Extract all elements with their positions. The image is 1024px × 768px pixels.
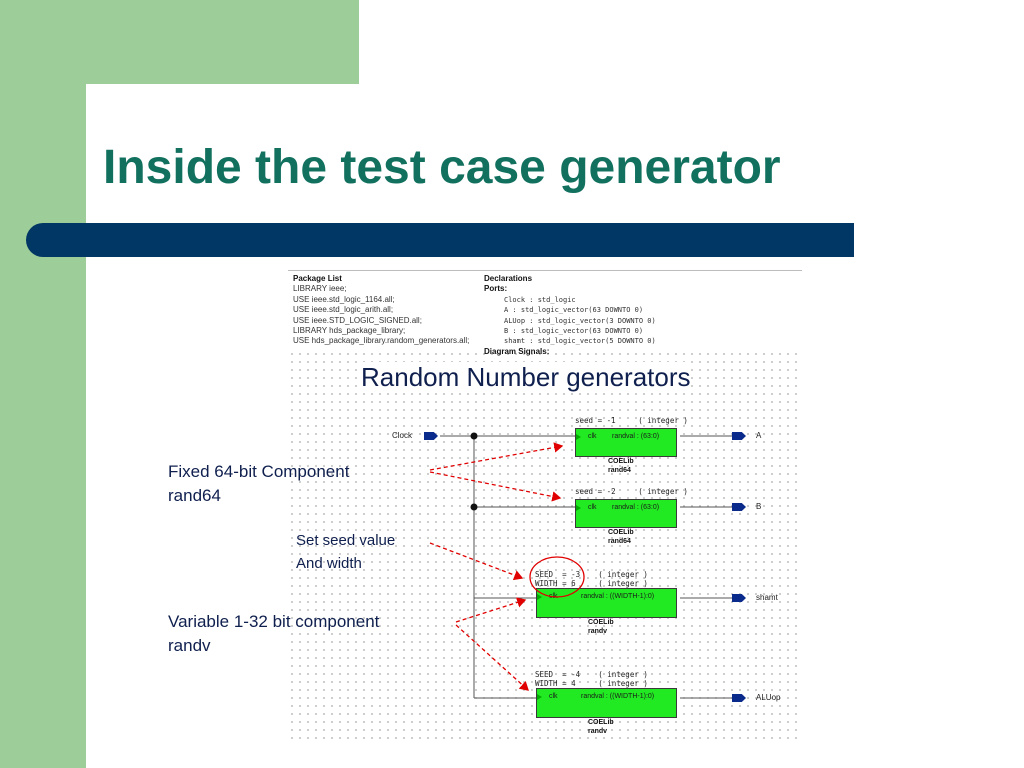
clk-pin-icon [537,694,542,700]
declarations: Declarations Ports: Clock : std_logic A … [484,274,656,357]
clk-pin-label: clk [588,504,597,511]
output-port-icon [732,694,746,702]
package-line: USE ieee.std_logic_arith.all; [293,305,394,315]
fixed-component-callout: Fixed 64-bit Component rand64 [168,460,349,508]
clk-pin-icon [537,594,542,600]
rand64-block-a: clk randval : (63:0) [575,428,677,457]
arrow-to-randv-b [455,624,529,691]
randval-pin-label: randval : ((WIDTH-1):0) [581,693,655,700]
diagram-header-panel: Package List LIBRARY ieee; USE ieee.std_… [288,270,802,356]
declarations-header: Declarations [484,274,533,283]
randval-pin-label: randval : (63:0) [612,504,660,511]
generic-seed: SEED = -4 ( integer ) [535,670,648,679]
lib-name: COELib [608,458,634,465]
port-decl: B : std_logic_vector(63 DOWNTO 0) [504,327,644,336]
seed-callout: Set seed value And width [296,529,395,575]
port-decl: Clock : std_logic [504,295,576,304]
package-line: USE ieee.std_logic_1164.all; [293,294,395,304]
randv-block-shamt: clk randval : ((WIDTH-1):0) [536,588,677,618]
generic-seed: SEED = -3 ( integer ) [535,570,648,579]
clk-pin-label: clk [549,693,558,700]
ports-header: Ports: [484,284,508,294]
generic-seed: seed = -1 ( integer ) [575,416,688,425]
output-port-label: shamt [756,593,778,602]
callout-line: Set seed value [296,532,396,549]
variable-component-callout: Variable 1-32 bit component randv [168,610,379,658]
port-decl: ALUop : std_logic_vector(3 DOWNTO 0) [504,316,656,325]
component-name: randv [588,728,608,735]
schematic-diagram: Package List LIBRARY ieee; USE ieee.std_… [288,270,802,742]
clock-port-icon [424,432,438,440]
junction-dot [470,503,478,511]
package-list-header: Package List [293,274,342,283]
component-name: randv [588,628,608,635]
package-list: Package List LIBRARY ieee; USE ieee.std_… [293,274,469,347]
rounded-corner [86,84,226,224]
arrow-to-randv-a [455,597,527,623]
left-green-bar [0,0,86,768]
diagram-subtitle: Random Number generators [361,362,691,393]
generic-width: WIDTH = 6 ( integer ) [535,579,648,588]
diagram-signals-header: Diagram Signals: [484,346,550,356]
callout-line: randv [168,636,211,655]
package-line: USE hds_package_library.random_generator… [293,336,470,346]
output-port-icon [732,594,746,602]
callout-line: Variable 1-32 bit component [168,612,380,631]
lib-name: COELib [588,719,614,726]
callout-line: And width [296,555,362,572]
generic-seed: seed = -2 ( integer ) [575,487,688,496]
output-port-icon [732,432,746,440]
wire-layer [440,432,732,699]
package-line: USE ieee.STD_LOGIC_SIGNED.all; [293,315,422,325]
block-lib-label: COELib randv [588,618,614,636]
arrow-to-seed [429,542,524,581]
randv-block-aluop: clk randval : ((WIDTH-1):0) [536,688,677,718]
seed-highlight-circle [529,556,585,598]
clk-pin-label: clk [588,433,597,440]
title-underline-band [26,223,854,257]
clock-port-label: Clock [392,431,413,440]
lib-name: COELib [588,619,614,626]
port-decl: A : std_logic_vector(63 DOWNTO 0) [504,306,644,315]
output-port-label: B [756,502,762,511]
output-port-icon [732,503,746,511]
rand64-block-b: clk randval : (63:0) [575,499,677,528]
arrow-to-rand64-a [429,442,564,471]
package-line: LIBRARY ieee; [293,284,347,294]
generic-width: WIDTH = 4 ( integer ) [535,679,648,688]
package-line: LIBRARY hds_package_library; [293,326,406,336]
top-green-block [86,0,359,84]
randval-pin-label: randval : ((WIDTH-1):0) [581,593,655,600]
port-decl: shamt : std_logic_vector(5 DOWNTO 0) [504,337,656,346]
block-lib-label: COELib rand64 [608,528,634,546]
output-port-label: ALUop [756,693,781,702]
callout-line: rand64 [168,486,221,505]
block-lib-label: COELib randv [588,718,614,736]
slide-title: Inside the test case generator [103,141,781,194]
randval-pin-label: randval : (63:0) [612,433,660,440]
component-name: rand64 [608,538,631,545]
component-name: rand64 [608,467,631,474]
block-lib-label: COELib rand64 [608,457,634,475]
output-port-label: A [756,431,762,440]
arrow-to-rand64-b [429,471,562,502]
clk-pin-icon [576,505,581,511]
clk-pin-icon [576,434,581,440]
callout-line: Fixed 64-bit Component [168,462,350,481]
lib-name: COELib [608,529,634,536]
junction-dot [470,432,478,440]
